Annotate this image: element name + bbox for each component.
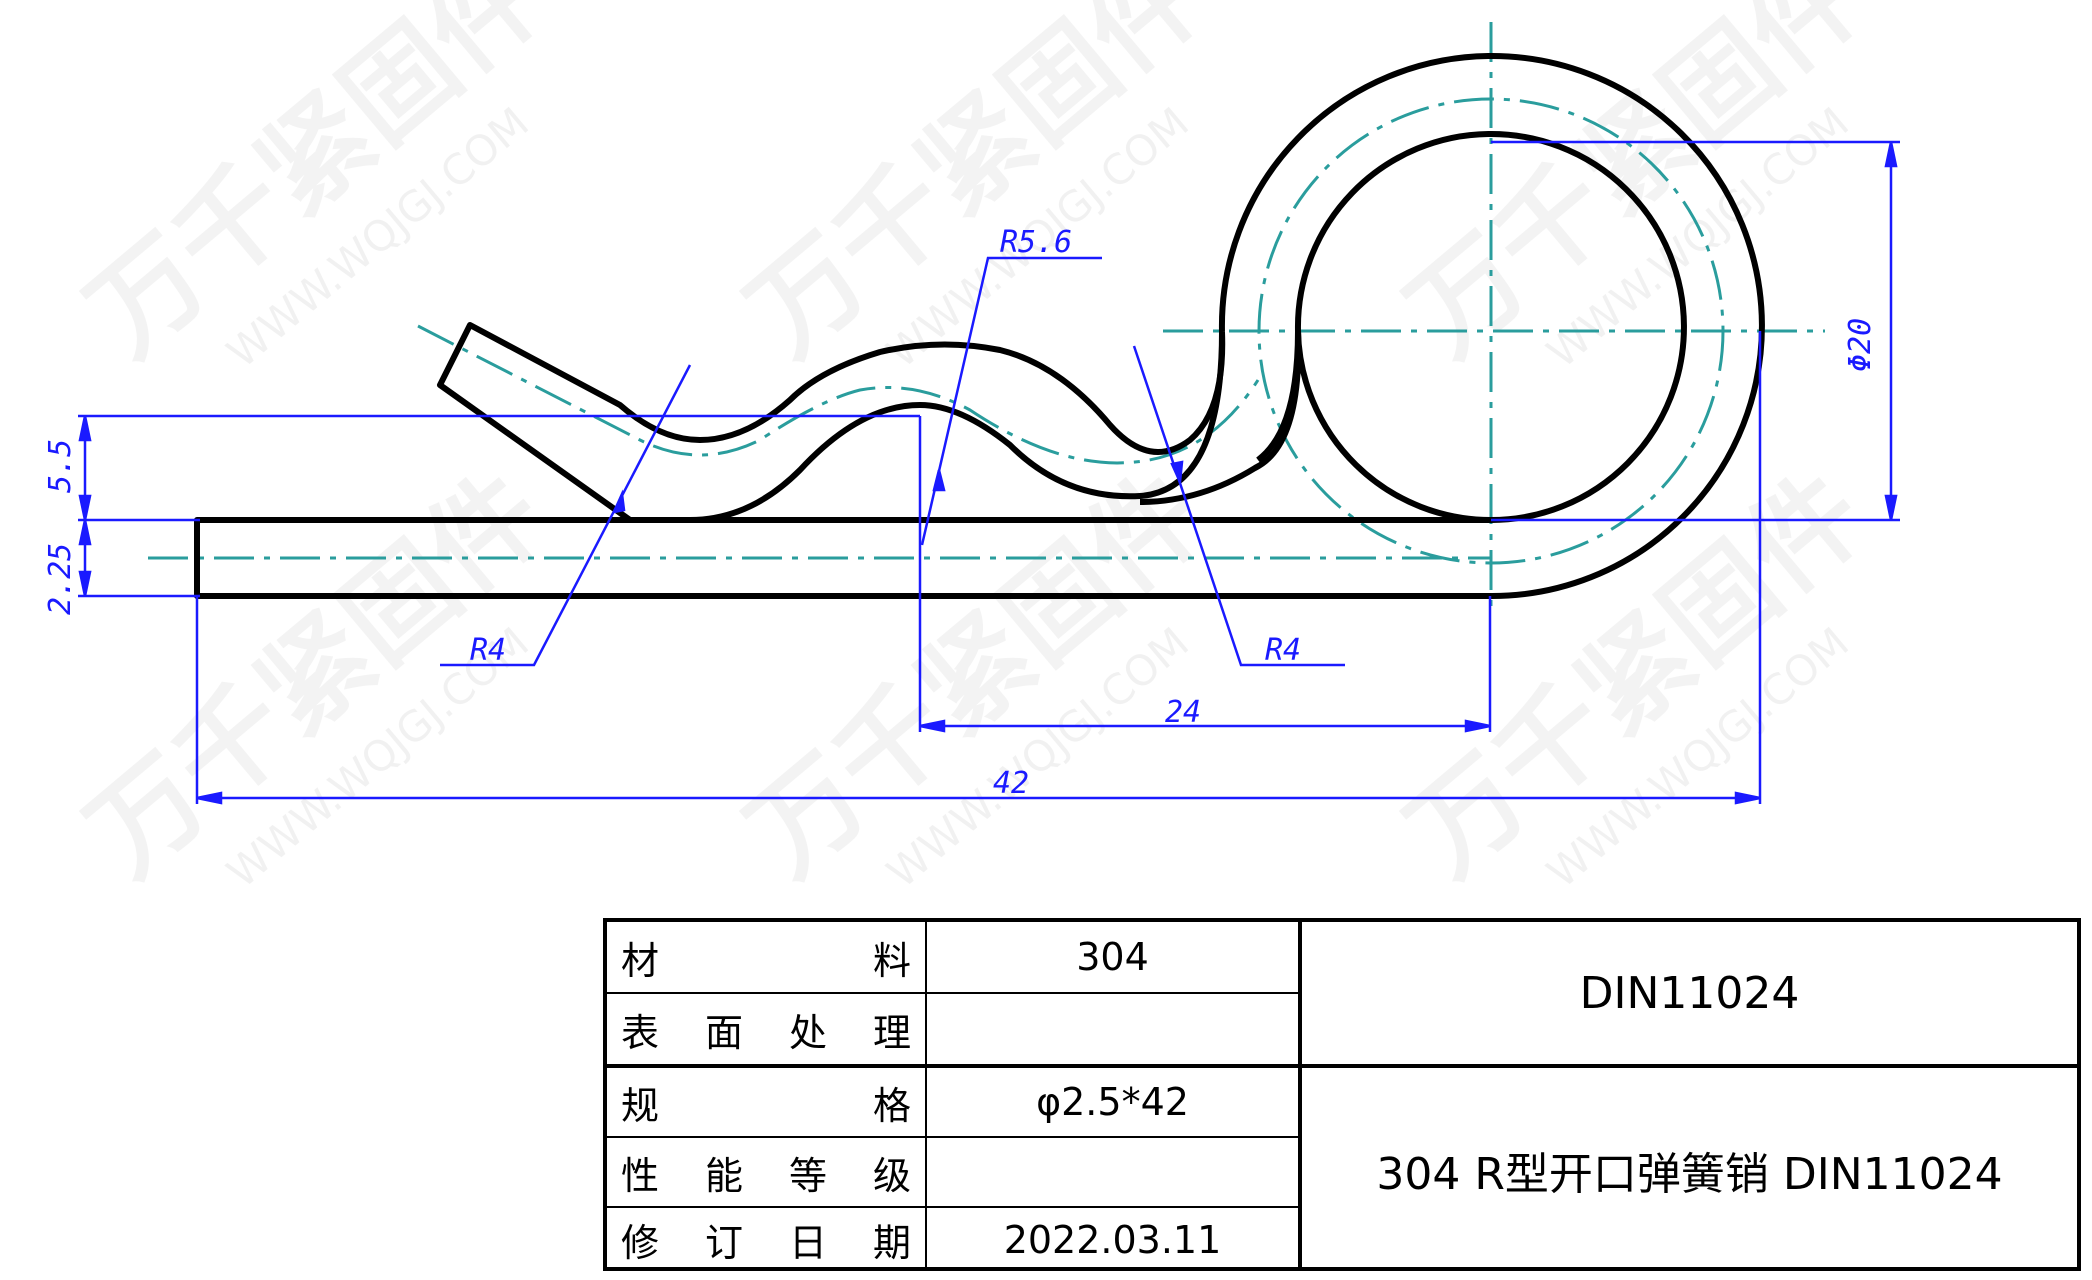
arrow-icon	[78, 415, 92, 442]
label-specification: 规 格	[607, 1068, 927, 1136]
label-char: 处	[788, 1010, 827, 1055]
label-char: 理	[872, 1010, 911, 1055]
label-char: 日	[788, 1221, 827, 1265]
label-surface-treatment: 表 面 处 理	[607, 994, 927, 1064]
arrow-icon	[1734, 791, 1761, 805]
dim-length-inner: 24	[1165, 695, 1201, 730]
label-char: 材	[621, 938, 660, 983]
title-block: 材 料 304 表 面 处 理 规 格 φ2.5*42 性 能 等 级 修 订 …	[603, 918, 2081, 1271]
dimension-lines	[78, 140, 1900, 805]
label-performance-grade: 性 能 等 级	[607, 1138, 927, 1206]
label-material: 材 料	[607, 922, 927, 992]
label-char: 修	[621, 1221, 660, 1265]
label-char: 格	[872, 1083, 911, 1128]
label-char: 表	[621, 1010, 660, 1055]
label-char: 订	[704, 1221, 743, 1265]
value-surface-treatment	[927, 994, 1302, 1064]
label-char: 期	[872, 1221, 911, 1265]
leader-r5-6	[920, 256, 1102, 546]
label-char: 等	[788, 1153, 827, 1198]
coil-outer	[1218, 53, 1765, 600]
value-material: 304	[927, 922, 1302, 992]
dim-height-lower: 2.25	[43, 543, 78, 615]
value-revision-date: 2022.03.11	[927, 1208, 1302, 1271]
arrow-icon	[932, 469, 946, 492]
arrow-icon	[196, 791, 223, 805]
arrow-icon	[1884, 494, 1898, 521]
dim-height-upper: 5.5	[43, 439, 78, 493]
arrow-icon	[1884, 141, 1898, 168]
watermark-brand: 万千紧固件	[724, 0, 1228, 380]
row-divider	[607, 1136, 1302, 1138]
label-char: 性	[621, 1153, 660, 1198]
arrow-icon	[78, 494, 92, 521]
standard-code: DIN11024	[1579, 967, 1800, 1019]
wave-upper-edge	[437, 322, 1226, 523]
section-divider	[607, 1064, 2077, 1068]
straight-leg	[194, 517, 1491, 599]
label-char: 级	[872, 1153, 911, 1198]
label-char: 料	[872, 938, 911, 983]
wave-lower-edge	[630, 331, 1225, 523]
arrow-icon	[1464, 719, 1491, 733]
row-divider	[607, 1206, 1302, 1208]
leader-r4-left	[440, 364, 692, 667]
dim-radius-top: R5.6	[1000, 225, 1072, 260]
technical-drawing: 万千紧固件 WWW.WQJGJ.COM 万千紧固件 WWW.WQJGJ.COM …	[43, 0, 1900, 900]
watermark-layer: 万千紧固件 WWW.WQJGJ.COM 万千紧固件 WWW.WQJGJ.COM …	[64, 0, 1888, 900]
leader-r4-right	[1132, 345, 1345, 667]
dim-radius-right: R4	[1265, 633, 1301, 668]
dimension-labels: 5.5 2.25 R5.6 R4 R4 24 42 Φ20	[43, 225, 1878, 801]
wave-centerline	[417, 324, 1260, 465]
value-specification: φ2.5*42	[927, 1068, 1302, 1136]
coil-to-wave-joint	[1256, 330, 1301, 463]
pin-outline	[194, 53, 1765, 600]
label-char: 能	[704, 1153, 743, 1198]
product-name: 304 R型开口弹簧销 DIN11024	[1376, 1148, 2003, 1200]
arrow-icon	[611, 489, 626, 514]
arrow-icon	[78, 570, 92, 597]
arrow-icon	[1170, 460, 1184, 487]
dim-radius-left: R4	[470, 633, 506, 668]
label-revision-date: 修 订 日 期	[607, 1208, 927, 1271]
arrow-icon	[919, 719, 946, 733]
coil-lower-joint	[1139, 330, 1302, 505]
coil-centerline	[1257, 97, 1725, 565]
label-char: 面	[704, 1010, 743, 1055]
row-divider	[607, 992, 1302, 994]
watermark-brand: 万千紧固件	[64, 0, 568, 380]
label-char: 规	[621, 1083, 660, 1128]
dim-diameter: Φ20	[1843, 318, 1878, 372]
centerlines	[148, 22, 1825, 610]
dim-length-total: 42	[993, 766, 1029, 801]
value-performance-grade	[927, 1138, 1302, 1206]
coil-inner	[1294, 131, 1687, 523]
arrow-icon	[78, 519, 92, 546]
